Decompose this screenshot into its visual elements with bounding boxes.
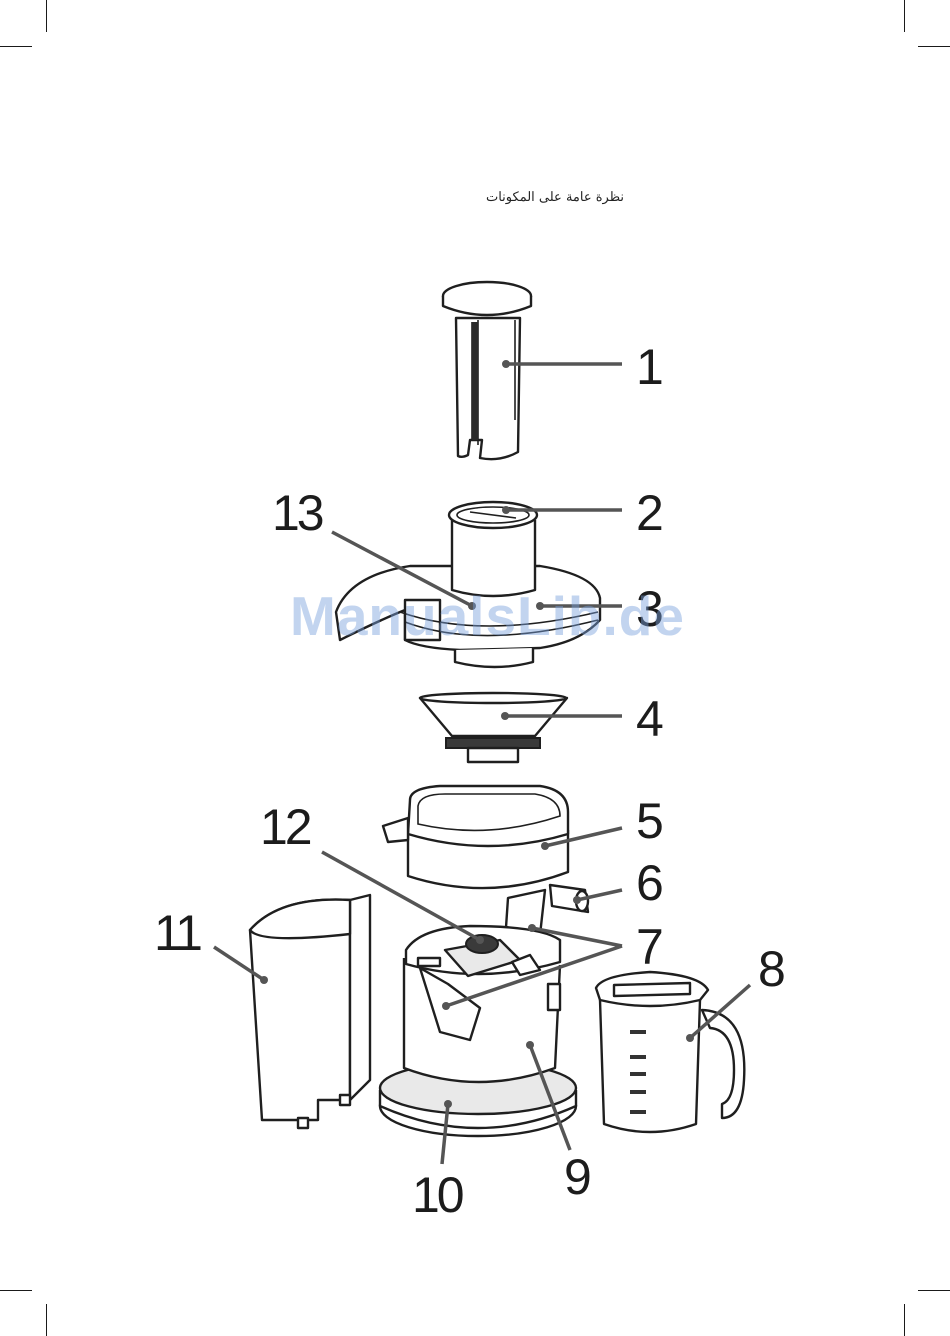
pusher-part [443,282,531,459]
motor-base-part [380,926,576,1136]
pulp-container-part [250,895,370,1128]
callout-8: 8 [758,941,784,997]
callout-1: 1 [636,339,662,395]
callout-2: 2 [636,485,662,541]
callout-5: 5 [636,793,662,849]
callout-9: 9 [564,1149,590,1205]
callout-3: 3 [636,581,662,637]
callout-11: 11 [154,905,201,961]
lid-part [336,502,600,667]
callout-13: 13 [272,485,323,541]
juice-jug-part [596,972,744,1132]
juice-collector-part [383,786,588,942]
callout-10: 10 [412,1167,463,1223]
filter-basket-part [420,693,567,762]
callout-6: 6 [636,855,662,911]
callout-4: 4 [636,691,663,747]
callout-12: 12 [260,799,311,855]
callout-7: 7 [636,919,662,975]
